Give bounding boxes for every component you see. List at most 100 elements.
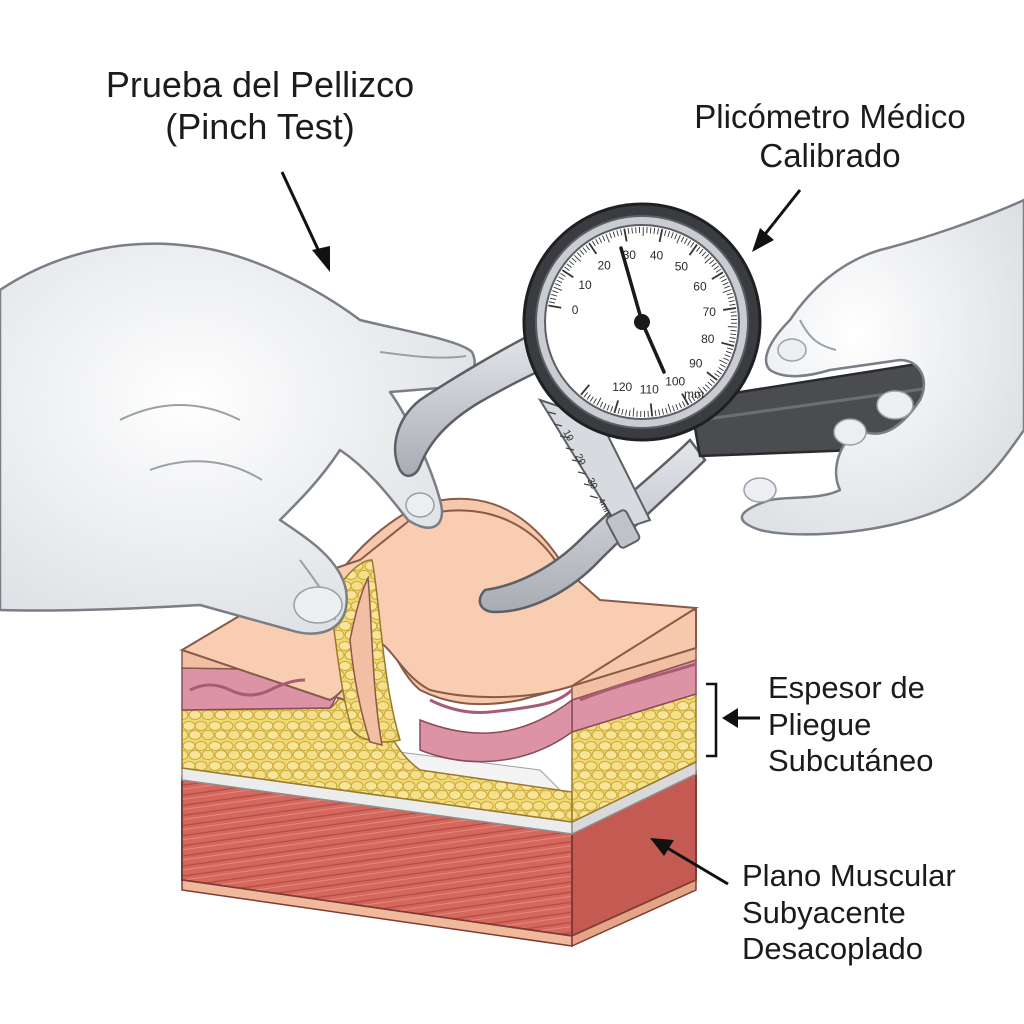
ruler-tick-label: 20 xyxy=(572,452,587,467)
title-line-2: (Pinch Test) xyxy=(165,106,355,148)
dial-minor-tick xyxy=(591,240,596,247)
dial-minor-tick xyxy=(593,398,597,404)
dial-minor-tick xyxy=(586,394,591,400)
dial-number-label: 0 xyxy=(572,303,579,317)
dial-number-label: 80 xyxy=(701,332,715,346)
dial-number-label: 120 xyxy=(612,380,632,394)
dial-minor-tick xyxy=(729,303,736,306)
dial-minor-tick xyxy=(680,236,685,243)
dial-minor-tick xyxy=(549,301,556,304)
dial-minor-tick xyxy=(606,404,610,411)
fold-bracket xyxy=(706,682,718,758)
dial-minor-tick xyxy=(583,392,588,398)
dial-minor-tick xyxy=(653,227,656,234)
dial-major-tick xyxy=(688,244,698,256)
fold-thickness-label: Espesor de Pliegue Subcutáneo xyxy=(768,670,933,780)
dial-minor-tick xyxy=(684,238,688,244)
dial-major-tick xyxy=(588,242,598,255)
muscle-arrow xyxy=(650,838,729,886)
dial-minor-tick xyxy=(654,409,657,417)
dial-minor-tick xyxy=(596,397,602,406)
dial-minor-tick xyxy=(701,251,707,257)
dial-minor-tick xyxy=(720,364,726,368)
dial-needle xyxy=(619,246,644,324)
dial-minor-tick xyxy=(672,405,675,412)
dial-minor-tick xyxy=(603,403,607,410)
dial-minor-tick xyxy=(691,395,696,402)
dial-minor-tick xyxy=(705,384,710,390)
dial-minor-tick xyxy=(675,404,679,411)
dial-minor-tick xyxy=(649,227,652,234)
dial-minor-tick xyxy=(709,259,715,265)
dial-minor-tick xyxy=(599,401,604,408)
device-arrow xyxy=(752,189,802,252)
dial-minor-tick xyxy=(612,231,616,238)
dial-minor-tick xyxy=(714,373,720,378)
dial-major-tick xyxy=(580,384,590,396)
dial-minor-tick xyxy=(620,229,623,236)
dial-minor-tick xyxy=(688,397,693,404)
dial-minor-tick xyxy=(718,359,728,365)
dial-minor-tick xyxy=(658,409,661,416)
dial-minor-tick xyxy=(694,393,699,399)
dial-minor-tick xyxy=(722,289,732,294)
dial-minor-tick xyxy=(726,292,733,296)
dial-major-tick xyxy=(613,400,619,414)
dial-unit-label: mm xyxy=(684,387,704,401)
dial-minor-tick xyxy=(621,408,624,415)
dial-minor-tick xyxy=(550,293,557,297)
dial-major-tick xyxy=(548,304,562,309)
dial-minor-tick xyxy=(670,232,674,239)
title-line-1: Prueba del Pellizco xyxy=(105,64,415,105)
dial-number-label: 90 xyxy=(689,357,703,371)
dial-minor-tick xyxy=(602,235,606,242)
tissue-block xyxy=(179,497,700,948)
dial-minor-tick xyxy=(595,238,599,245)
dial-minor-tick xyxy=(609,232,612,239)
ruler-tick-label: 30 xyxy=(584,476,599,491)
dial-number-label: 100 xyxy=(665,374,685,388)
dial-minor-tick xyxy=(697,391,702,397)
caliper-label: Plicómetro Médico Calibrado xyxy=(640,98,1020,176)
dial-minor-tick xyxy=(661,408,664,415)
dial-minor-tick xyxy=(627,227,630,235)
caliper-label-line-1: Plicómetro Médico xyxy=(694,98,966,135)
dial-minor-tick xyxy=(676,234,681,244)
dial-number-label: 10 xyxy=(578,278,592,292)
dial-minor-tick xyxy=(713,265,719,270)
dial-minor-tick xyxy=(730,311,737,313)
dial-minor-tick xyxy=(632,407,635,417)
dial-minor-tick xyxy=(589,396,594,402)
dial-minor-tick xyxy=(616,230,619,237)
dial-minor-tick xyxy=(617,408,620,415)
dial-minor-tick xyxy=(730,333,737,336)
dial-minor-tick xyxy=(574,254,582,262)
dial-minor-tick xyxy=(664,229,667,236)
dial-minor-tick xyxy=(678,402,682,409)
fold-label-line-3: Subcutáneo xyxy=(768,743,934,779)
dial-minor-tick xyxy=(576,252,582,258)
dial-minor-tick xyxy=(724,285,731,289)
dial-minor-tick xyxy=(674,233,678,240)
dial-minor-tick xyxy=(628,410,631,417)
dial-minor-tick xyxy=(718,367,724,371)
dial-minor-tick xyxy=(579,249,585,255)
dial-minor-tick xyxy=(696,246,701,252)
dial-minor-tick xyxy=(687,240,691,246)
dial-minor-tick xyxy=(549,297,556,300)
dial-major-tick xyxy=(711,271,724,280)
dial-minor-tick xyxy=(727,347,734,351)
dial-minor-tick xyxy=(730,329,737,332)
muscle-label-line-2: Subyacente xyxy=(742,894,906,930)
dial-minor-tick xyxy=(709,378,716,384)
dial-minor-tick xyxy=(711,262,717,267)
dial-minor-tick xyxy=(554,283,561,287)
title-arrow xyxy=(280,171,330,272)
dial-minor-tick xyxy=(568,260,575,266)
dial-minor-tick xyxy=(552,290,559,294)
dial-number-label: 60 xyxy=(693,279,707,293)
dial-minor-tick xyxy=(727,296,734,299)
dial-minor-tick xyxy=(582,247,587,253)
